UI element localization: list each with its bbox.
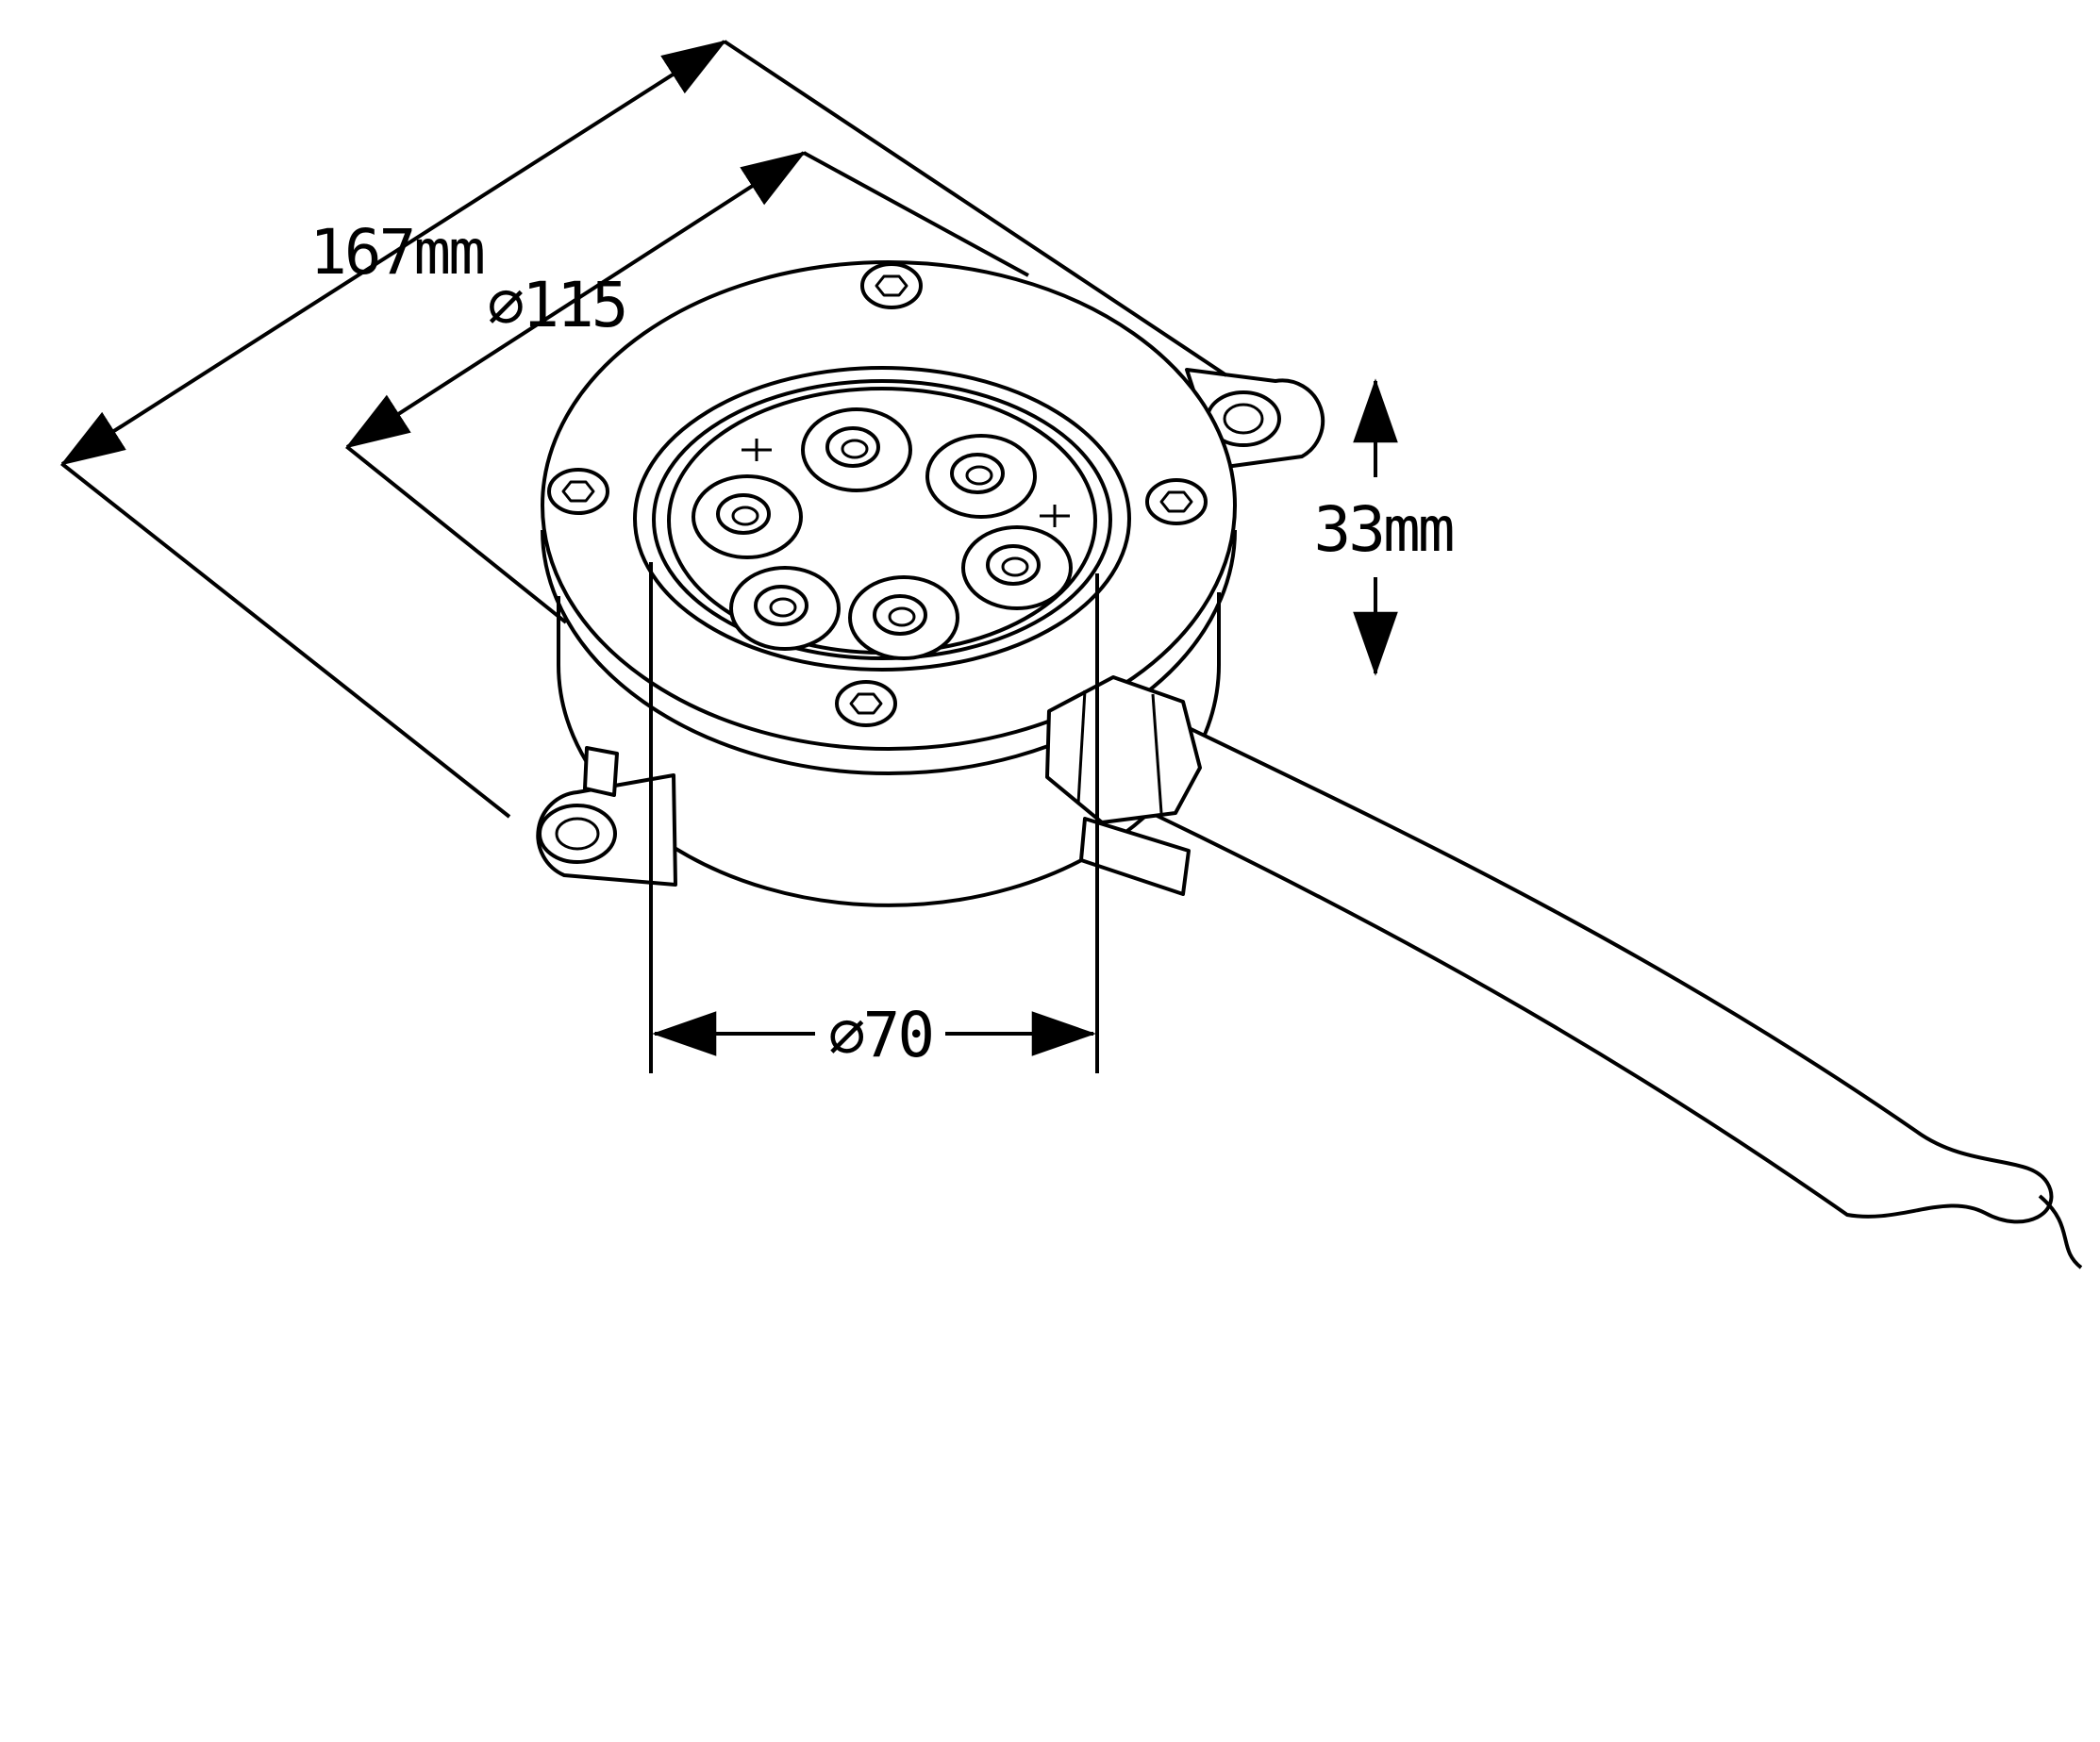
led-6: [692, 474, 803, 559]
dimension-flange-diameter: ⌀115: [344, 151, 1029, 624]
led-5: [729, 566, 841, 651]
hex-screw-top: [860, 262, 923, 309]
dimension-label-flange-diameter: ⌀115: [488, 269, 626, 341]
gland-plate: [1079, 817, 1191, 896]
dimension-lens-diameter: ⌀70: [649, 562, 1099, 1073]
dimension-label-height: 33mm: [1314, 493, 1453, 566]
flange-screws: [547, 262, 1208, 727]
hex-screw-left: [547, 468, 609, 515]
led-1: [801, 407, 912, 492]
fixture: [536, 260, 2083, 1269]
extension-line: [345, 445, 568, 624]
cross-screw-right: [1040, 505, 1070, 527]
mounting-tab-left: [536, 746, 677, 887]
led-array: [692, 407, 1073, 660]
extension-line: [723, 40, 1228, 377]
cable-gland: [1045, 675, 1202, 896]
dimension-label-lens-diameter: ⌀70: [828, 999, 932, 1071]
led-2: [925, 434, 1037, 519]
extension-line: [60, 462, 511, 819]
cable: [1142, 722, 2083, 1269]
tab-fold-left: [583, 746, 619, 797]
dimension-height: 33mm: [1314, 378, 1456, 676]
led-4: [848, 575, 959, 660]
hex-screw-bottom: [835, 680, 897, 727]
tab-hole-left: [538, 804, 617, 864]
extension-line: [803, 151, 1029, 277]
led-3: [961, 525, 1073, 610]
cable-tail: [2038, 1194, 2083, 1269]
dimension-label-overall-length: 167mm: [309, 216, 483, 289]
hex-screw-right: [1145, 478, 1208, 525]
